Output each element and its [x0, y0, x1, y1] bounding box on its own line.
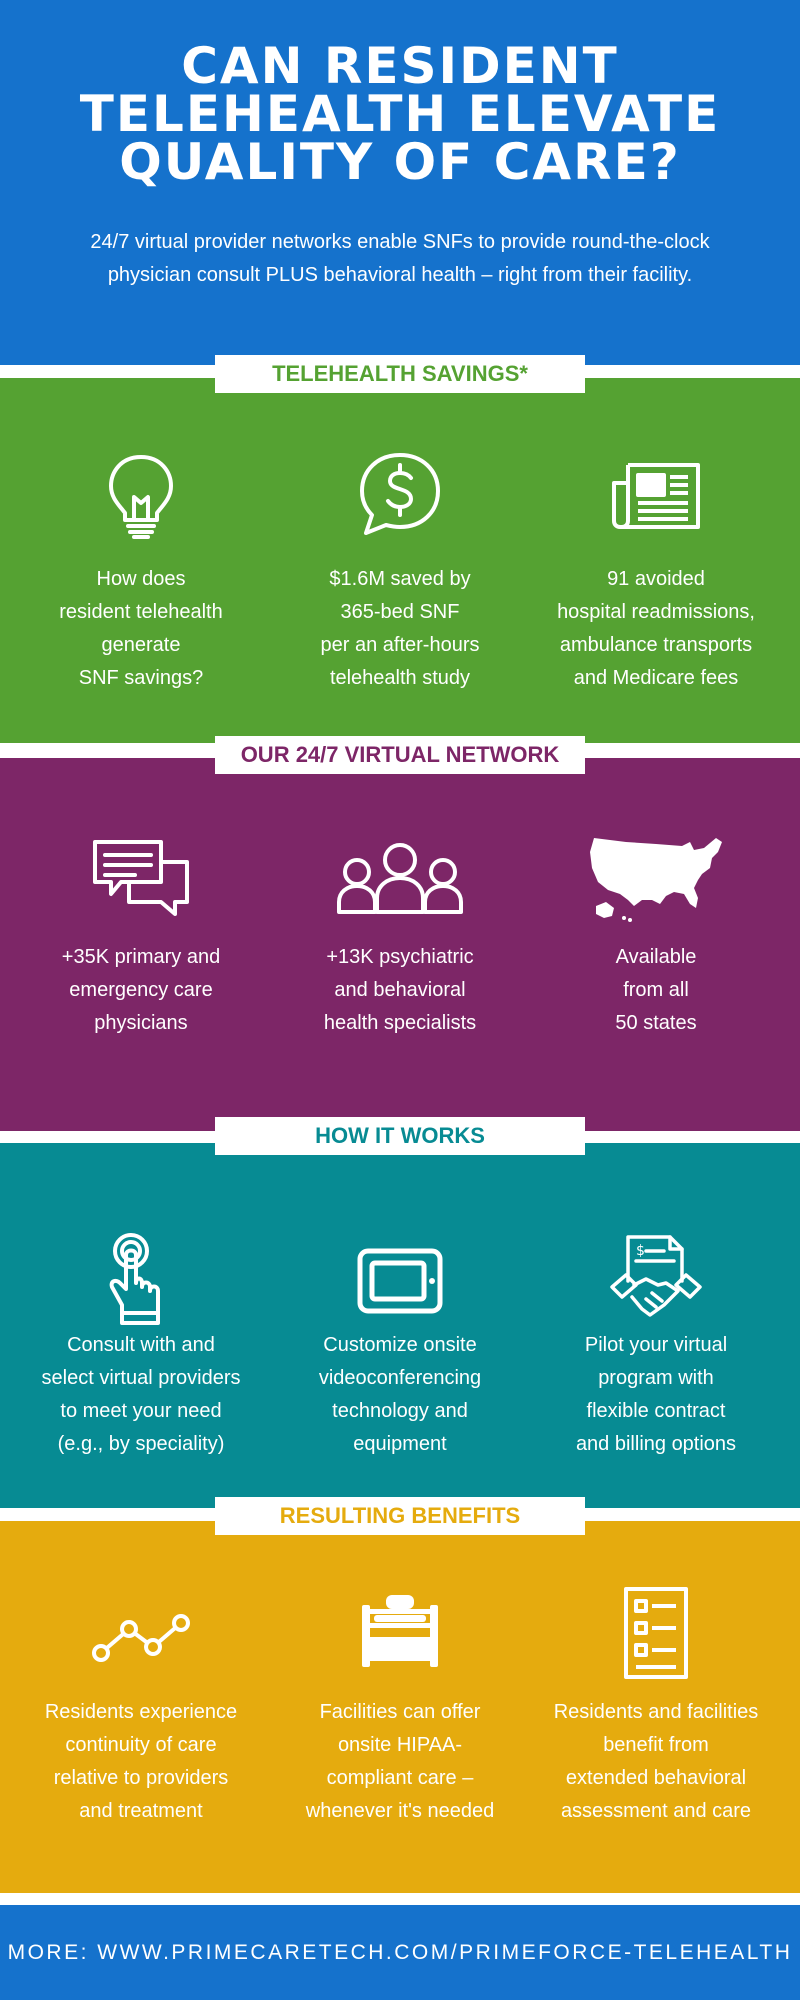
text-line: technology and: [332, 1400, 468, 1422]
text-line: and Medicare fees: [573, 667, 739, 689]
text-line: 50 states: [615, 1012, 697, 1034]
text-line: extended behavioral: [565, 1767, 747, 1789]
text-line: whenever it's needed: [305, 1800, 495, 1822]
text-line: SNF savings?: [78, 667, 204, 689]
text-line: (e.g., by speciality): [57, 1433, 225, 1455]
text-line: Customize onsite: [323, 1334, 477, 1356]
usa-map-icon: [586, 828, 726, 928]
people-group-icon: [335, 828, 465, 928]
title-line: CAN RESIDENT: [181, 37, 619, 95]
footer-link[interactable]: MORE: WWW.PRIMECARETECH.COM/PRIMEFORCE-T…: [7, 1940, 793, 1964]
text-line: Available: [615, 946, 697, 968]
text-line: emergency care: [69, 979, 213, 1001]
benefit-text: Facilities can offer onsite HIPAA- compl…: [267, 1696, 533, 1828]
text-line: $1.6M saved by: [329, 568, 471, 590]
title-line: QUALITY OF CARE?: [119, 133, 681, 191]
text-line: flexible contract: [586, 1400, 726, 1422]
text-line: +13K psychiatric: [326, 946, 474, 968]
savings-text: $1.6M saved by 365-bed SNF per an after-…: [267, 563, 533, 695]
line-graph-icon: [91, 1583, 191, 1683]
text-line: ambulance transports: [559, 634, 753, 656]
section-label-savings: TELEHEALTH SAVINGS*: [215, 355, 585, 393]
text-line: Residents and facilities: [553, 1701, 759, 1723]
hero-banner: CAN RESIDENT TELEHEALTH ELEVATE QUALITY …: [0, 0, 800, 365]
benefit-text: Residents experience continuity of care …: [8, 1696, 274, 1828]
text-line: equipment: [353, 1433, 447, 1455]
bed-icon: [350, 1583, 450, 1683]
benefits-section: Residents experience continuity of care …: [0, 1521, 800, 1893]
text-line: videoconferencing: [318, 1367, 482, 1389]
subtitle-line: 24/7 virtual provider networks enable SN…: [90, 231, 710, 253]
how-text: Pilot your virtual program with flexible…: [523, 1329, 789, 1461]
text-line: and treatment: [79, 1800, 203, 1822]
network-text: Available from all 50 states: [523, 941, 789, 1040]
section-label-benefits: RESULTING BENEFITS: [215, 1497, 585, 1535]
network-section: +35K primary and emergency care physicia…: [0, 758, 800, 1131]
text-line: onsite HIPAA-: [337, 1734, 463, 1756]
network-text: +35K primary and emergency care physicia…: [8, 941, 274, 1040]
text-line: generate: [101, 634, 181, 656]
text-line: Residents experience: [44, 1701, 238, 1723]
section-label-network: OUR 24/7 VIRTUAL NETWORK: [215, 736, 585, 774]
subtitle-line: physician consult PLUS behavioral health…: [107, 264, 693, 286]
how-text: Customize onsite videoconferencing techn…: [267, 1329, 533, 1461]
section-label-how: HOW IT WORKS: [215, 1117, 585, 1155]
text-line: +35K primary and: [61, 946, 221, 968]
chat-bubbles-icon: [91, 828, 191, 928]
footer: MORE: WWW.PRIMECARETECH.COM/PRIMEFORCE-T…: [0, 1905, 800, 2000]
touch-hand-icon: [91, 1231, 191, 1331]
benefit-text: Residents and facilities benefit from ex…: [523, 1696, 789, 1828]
text-line: health specialists: [323, 1012, 477, 1034]
svg-text:$: $: [636, 1243, 645, 1259]
contract-handshake-icon: $: [606, 1231, 706, 1331]
text-line: Pilot your virtual: [584, 1334, 728, 1356]
text-line: relative to providers: [53, 1767, 229, 1789]
text-line: 365-bed SNF: [340, 601, 460, 623]
text-line: Facilities can offer: [319, 1701, 481, 1723]
text-line: assessment and care: [560, 1800, 752, 1822]
checklist-icon: [606, 1583, 706, 1683]
dollar-chat-icon: [350, 445, 450, 545]
text-line: to meet your need: [60, 1400, 222, 1422]
text-line: How does: [96, 568, 186, 590]
title-line: TELEHEALTH ELEVATE: [79, 85, 721, 143]
text-line: Consult with and: [67, 1334, 215, 1356]
text-line: resident telehealth: [59, 601, 223, 623]
network-text: +13K psychiatric and behavioral health s…: [267, 941, 533, 1040]
page-subtitle: 24/7 virtual provider networks enable SN…: [50, 226, 750, 292]
savings-text: 91 avoided hospital readmissions, ambula…: [523, 563, 789, 695]
text-line: benefit from: [603, 1734, 709, 1756]
how-text: Consult with and select virtual provider…: [8, 1329, 274, 1461]
text-line: compliant care –: [326, 1767, 474, 1789]
page-title: CAN RESIDENT TELEHEALTH ELEVATE QUALITY …: [40, 37, 760, 191]
how-it-works-section: Consult with and select virtual provider…: [0, 1143, 800, 1508]
text-line: continuity of care: [65, 1734, 217, 1756]
newspaper-icon: [606, 445, 706, 545]
text-line: and behavioral: [334, 979, 466, 1001]
tablet-icon: [350, 1231, 450, 1331]
text-line: select virtual providers: [41, 1367, 241, 1389]
text-line: program with: [598, 1367, 714, 1389]
savings-section: How does resident telehealth generate SN…: [0, 378, 800, 743]
text-line: per an after-hours: [320, 634, 480, 656]
savings-text: How does resident telehealth generate SN…: [8, 563, 274, 695]
text-line: 91 avoided: [607, 568, 705, 590]
text-line: hospital readmissions,: [557, 601, 755, 623]
text-line: telehealth study: [329, 667, 471, 689]
lightbulb-icon: [91, 445, 191, 545]
text-line: physicians: [94, 1012, 188, 1034]
text-line: from all: [623, 979, 689, 1001]
text-line: and billing options: [575, 1433, 737, 1455]
